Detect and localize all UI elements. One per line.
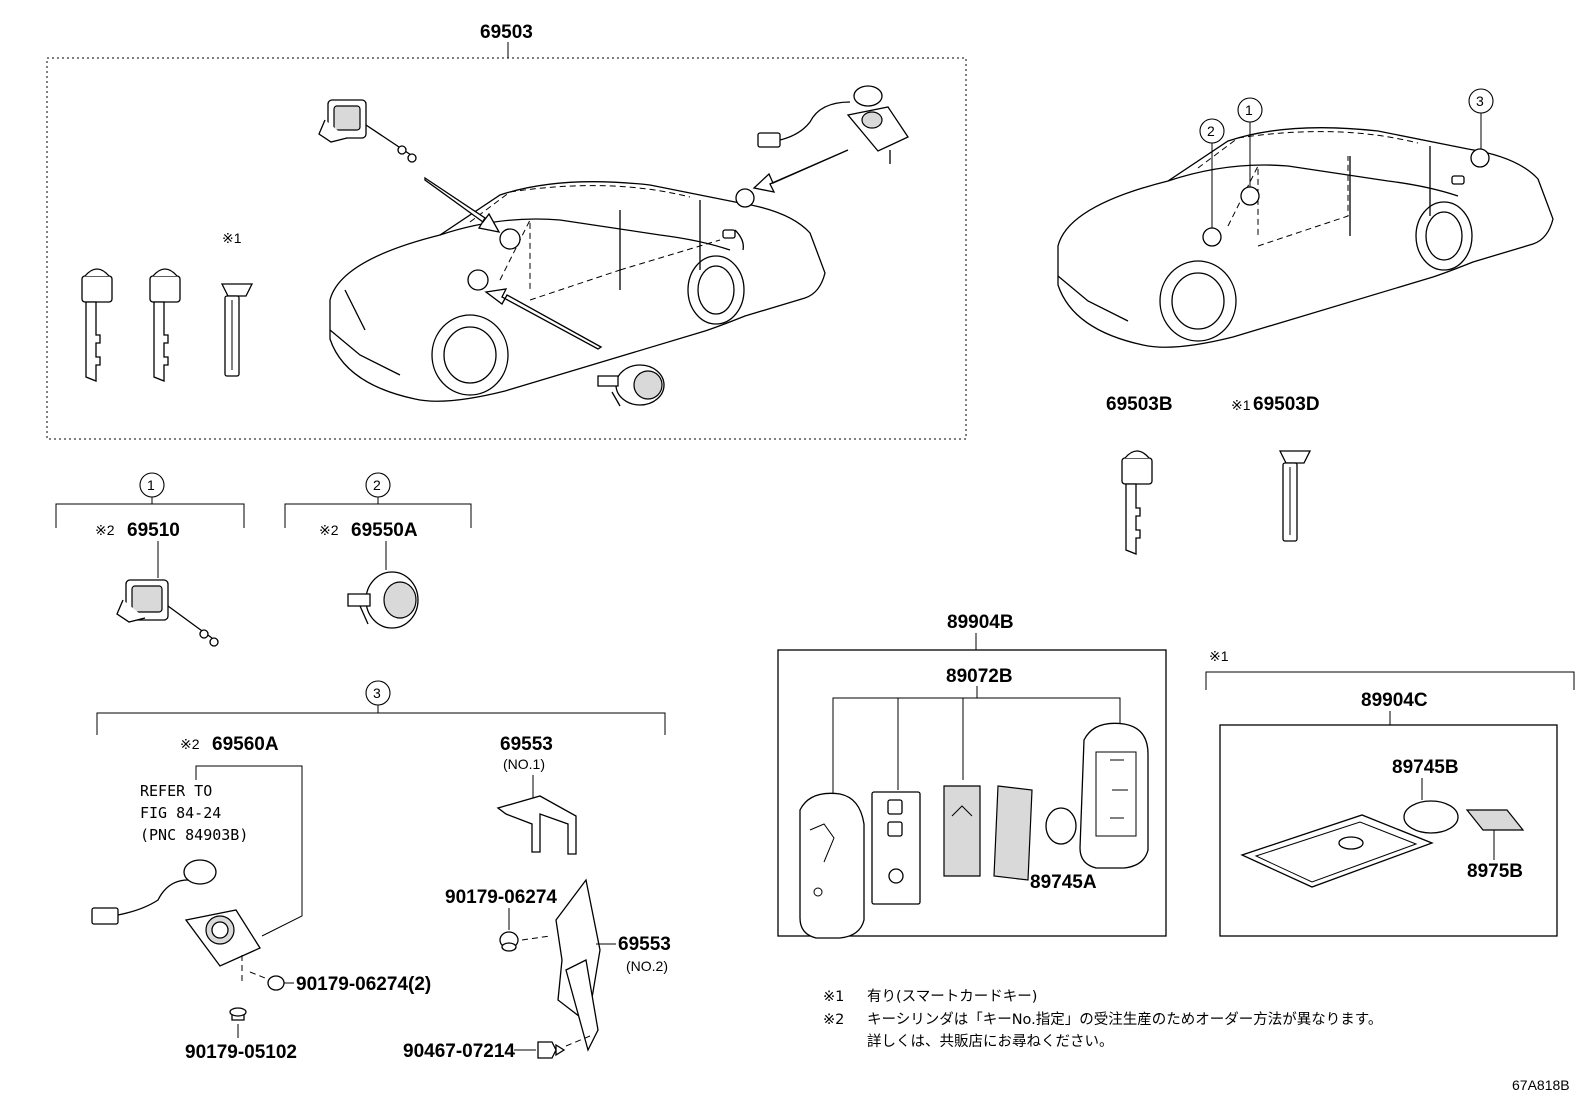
label-69503B: 69503B [1106, 394, 1173, 415]
label-89904C: 89904C [1361, 690, 1428, 711]
label-69560A: 69560A [212, 734, 279, 755]
trunk-cylinder-icon [91, 859, 261, 967]
key-icon [1121, 450, 1153, 555]
bracket-icon [496, 795, 577, 855]
footnote-1-mark: ※1 [823, 989, 844, 1005]
dashed-guide [521, 935, 551, 941]
car-illustration [329, 181, 826, 402]
door-cylinder-icon [597, 364, 665, 407]
circuit-board-icon [943, 785, 981, 877]
bracket-icon [555, 878, 601, 1052]
kit-box-89904C [1219, 724, 1558, 937]
emergency-key-icon [220, 283, 254, 377]
ignition-cylinder-icon [116, 579, 219, 647]
footnote-1-text: 有り(スマートカードキー) [867, 988, 1037, 1005]
label-90467-07214: 90467-07214 [403, 1041, 515, 1062]
key-icon [149, 268, 181, 382]
key-fob-icon [799, 792, 865, 939]
note-mark-1: ※1 [222, 230, 242, 246]
figure-id: 67A818B [1512, 1077, 1570, 1093]
group-bracket [55, 503, 245, 528]
dashed-guide [565, 1035, 591, 1047]
callout-2: 2 [1207, 123, 1215, 139]
footnote-2-text-2: 詳しくは、共販店にお尋ねください。 [867, 1033, 1114, 1050]
refer-line-1: REFER TO [140, 782, 212, 800]
nut-icon [499, 931, 519, 952]
ignition-cylinder-icon [318, 99, 417, 163]
footnote-2-mark: ※2 [823, 1012, 844, 1028]
button-pad-icon [871, 791, 921, 905]
label-89904B: 89904B [947, 612, 1014, 633]
arrow-icon [424, 176, 501, 233]
label-89745A: 89745A [1030, 872, 1097, 893]
label-69553-no1-sub: (NO.1) [503, 756, 545, 772]
note-mark-2: ※2 [180, 736, 200, 752]
door-cylinder-icon [347, 571, 419, 629]
note-mark-2: ※2 [95, 522, 115, 538]
label-89745B: 89745B [1392, 757, 1459, 778]
kit-box-89904B [777, 649, 1167, 937]
clip-icon [537, 1041, 566, 1059]
refer-line-3: (PNC 84903B) [140, 826, 248, 844]
note-mark-1: ※1 [1209, 648, 1229, 664]
battery-icon [1403, 800, 1459, 834]
key-icon [81, 268, 113, 382]
arrow-icon [484, 288, 603, 350]
label-90179-05102: 90179-05102 [185, 1042, 297, 1063]
callout-1: 1 [147, 477, 155, 493]
note-mark-1: ※1 [1231, 397, 1251, 413]
label-90179-06274: 90179-06274 [445, 887, 557, 908]
emergency-key-icon [1278, 450, 1312, 542]
label-69510: 69510 [127, 520, 180, 541]
nut-icon [229, 1007, 247, 1021]
leader [195, 765, 303, 937]
footnote-2-text-1: キーシリンダは「キーNo.指定」の受注生産のためオーダー方法が異なります。 [867, 1011, 1382, 1028]
nut-icon [267, 975, 285, 991]
group-bracket [1205, 671, 1575, 690]
group-bracket [96, 712, 666, 735]
label-89072B: 89072B [946, 666, 1013, 687]
refer-line-2: FIG 84-24 [140, 804, 221, 822]
dashed-guide [249, 971, 271, 981]
sheet-icon [1465, 809, 1525, 831]
callout-3: 3 [373, 685, 381, 701]
smart-card-icon [1240, 814, 1434, 888]
label-69553-no2-sub: (NO.2) [626, 958, 668, 974]
label-90179-06274-2: 90179-06274(2) [296, 974, 431, 995]
battery-icon [1045, 807, 1077, 845]
note-mark-2: ※2 [319, 522, 339, 538]
label-69553-no1: 69553 [500, 734, 553, 755]
label-8975B: 8975B [1467, 861, 1523, 882]
leader [832, 686, 1121, 796]
label-69550A: 69550A [351, 520, 418, 541]
circuit-board-icon [993, 785, 1033, 881]
label-69503: 69503 [480, 22, 533, 43]
callout-2: 2 [373, 477, 381, 493]
key-fob-case-icon [1079, 722, 1149, 869]
label-69503D: 69503D [1253, 394, 1320, 415]
arrow-icon [752, 149, 849, 193]
car-illustration-right [1057, 127, 1554, 348]
label-69553-no2: 69553 [618, 934, 671, 955]
callout-3: 3 [1476, 93, 1484, 109]
callout-1: 1 [1245, 102, 1253, 118]
trunk-cylinder-icon [757, 85, 909, 164]
